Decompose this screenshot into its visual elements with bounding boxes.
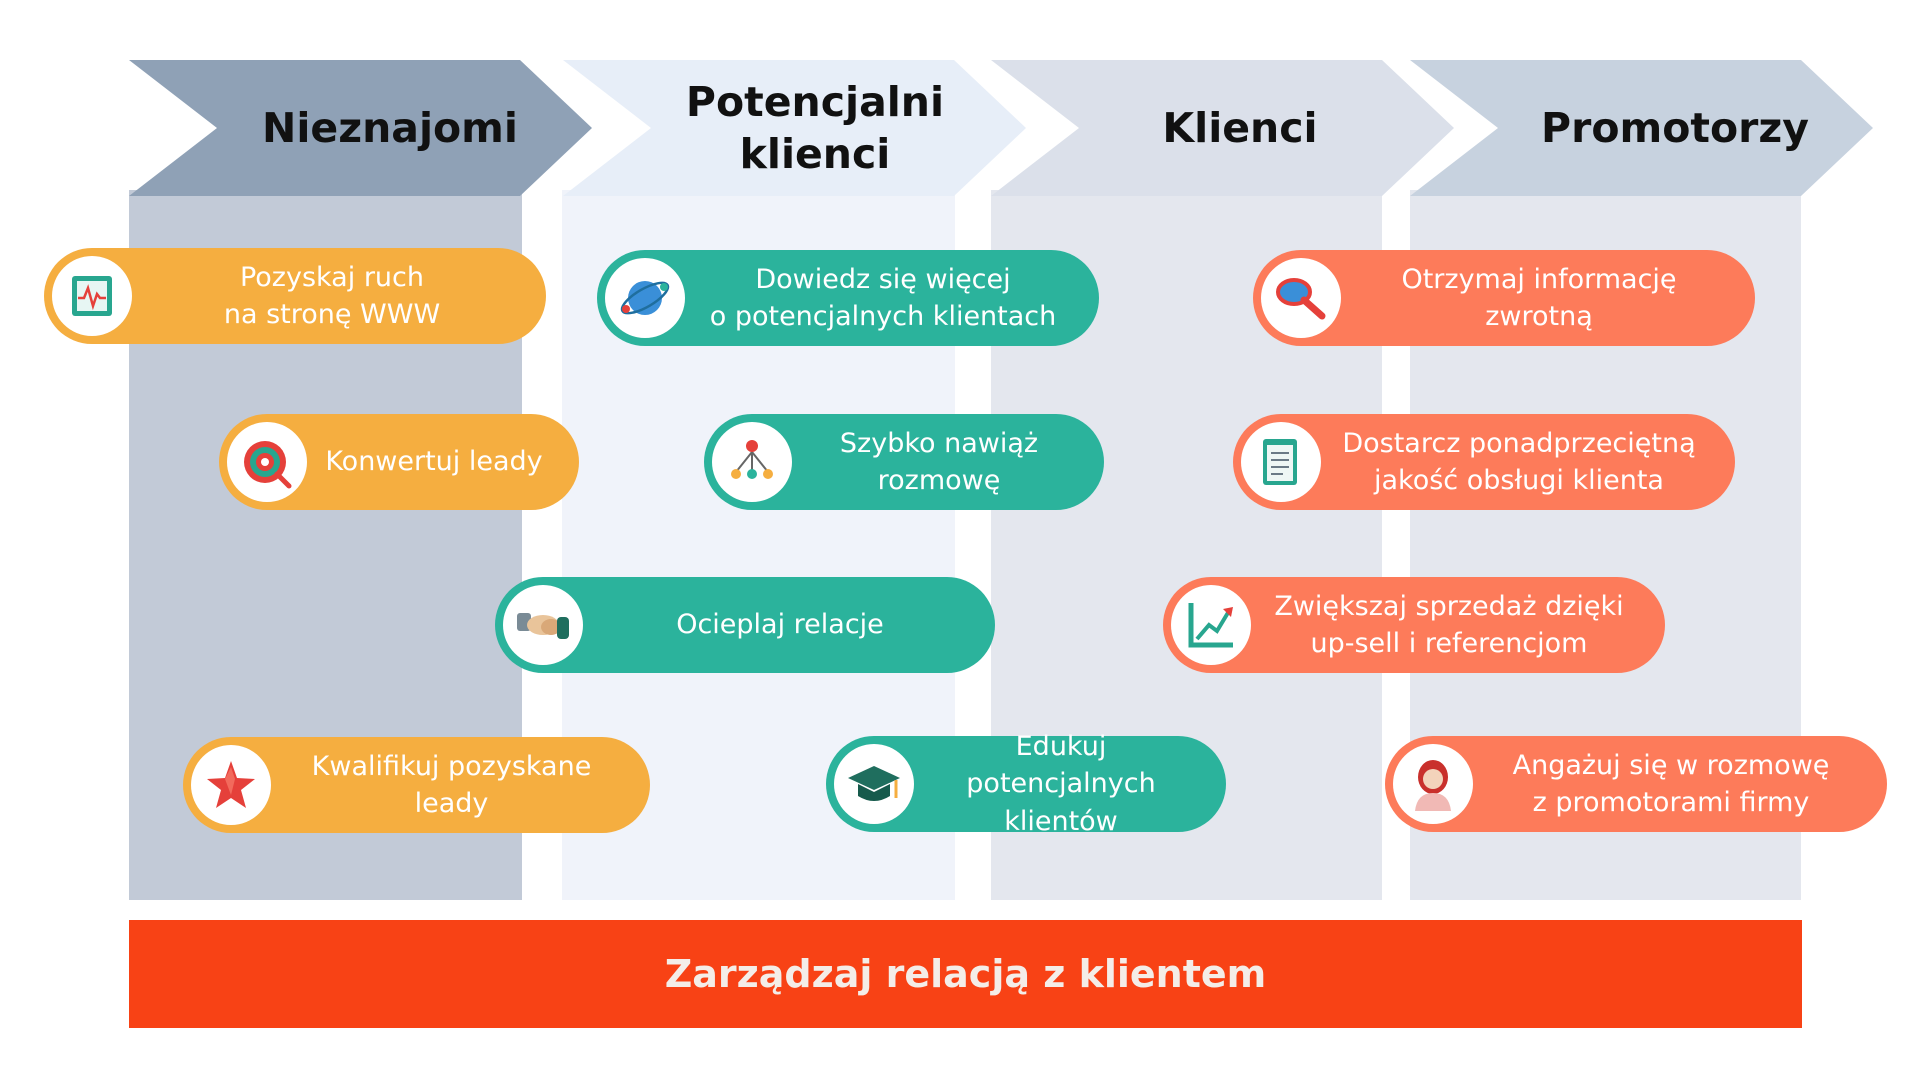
action-szybko-nawiaz-rozmowe: Szybko nawiąż rozmowę (704, 414, 1104, 510)
action-promotorzy-rozmowa: Angażuj się w rozmowę z promotorami firm… (1385, 736, 1887, 832)
stage-title-klienci: Klienci (1162, 103, 1318, 152)
action-label: Dostarcz ponadprzeciętną jakość obsługi … (1342, 427, 1696, 496)
action-label: Edukuj potencjalnych klientów (966, 731, 1156, 837)
action-label: Kwalifikuj pozyskane leady (311, 750, 592, 819)
chevron-potencjalni-klienci (563, 60, 1026, 196)
action-label: Dowiedz się więcej o potencjalnych klien… (709, 263, 1057, 332)
action-label: Otrzymaj informację zwrotną (1401, 263, 1677, 332)
target-icon (227, 422, 307, 502)
action-pozyskaj-ruch: Pozyskaj ruch na stronę WWW (44, 248, 546, 344)
chevron-klienci (991, 60, 1454, 196)
monitor-icon (52, 256, 132, 336)
action-label: Szybko nawiąż rozmowę (839, 427, 1039, 496)
action-label: Ocieplaj relacje (676, 609, 884, 641)
action-ocieplaj-relacje: Ocieplaj relacje (495, 577, 995, 673)
globe-icon (605, 258, 685, 338)
clipboard-icon (1241, 422, 1321, 502)
action-up-sell-referencje: Zwiększaj sprzedaż dzięki up-sell i refe… (1163, 577, 1665, 673)
stage-title-nieznajomi: Nieznajomi (262, 103, 518, 152)
chart-icon (1171, 585, 1251, 665)
action-label: Zwiększaj sprzedaż dzięki up-sell i refe… (1274, 590, 1624, 659)
person-icon (1393, 744, 1473, 824)
action-informacja-zwrotna: Otrzymaj informację zwrotną (1253, 250, 1755, 346)
footer-label: Zarządzaj relacją z klientem (664, 952, 1267, 996)
footer-bar: Zarządzaj relacją z klientem (129, 920, 1802, 1028)
action-kwalifikuj-leady: Kwalifikuj pozyskane leady (183, 737, 650, 833)
action-label: Angażuj się w rozmowę z promotorami firm… (1512, 749, 1830, 818)
stage-title-potencjalni-klienci: Potencjalni klienci (685, 77, 945, 178)
chevron-promotorzy (1410, 60, 1873, 196)
chevron-nieznajomi (129, 60, 592, 196)
handshake-icon (503, 585, 583, 665)
action-dowiedz-sie-wiecej: Dowiedz się więcej o potencjalnych klien… (597, 250, 1099, 346)
magnifier-icon (1261, 258, 1341, 338)
action-edukuj-klientow: Edukuj potencjalnych klientów (826, 731, 1226, 837)
network-icon (712, 422, 792, 502)
graduation-cap-icon (834, 744, 914, 824)
action-label: Konwertuj leady (325, 446, 543, 478)
star-icon (191, 745, 271, 825)
stage-title-promotorzy: Promotorzy (1541, 103, 1809, 152)
action-jakosc-obslugi: Dostarcz ponadprzeciętną jakość obsługi … (1233, 414, 1735, 510)
action-label: Pozyskaj ruch na stronę WWW (223, 261, 441, 330)
stage-chevrons (129, 60, 1873, 196)
action-konwertuj-leady: Konwertuj leady (219, 414, 579, 510)
